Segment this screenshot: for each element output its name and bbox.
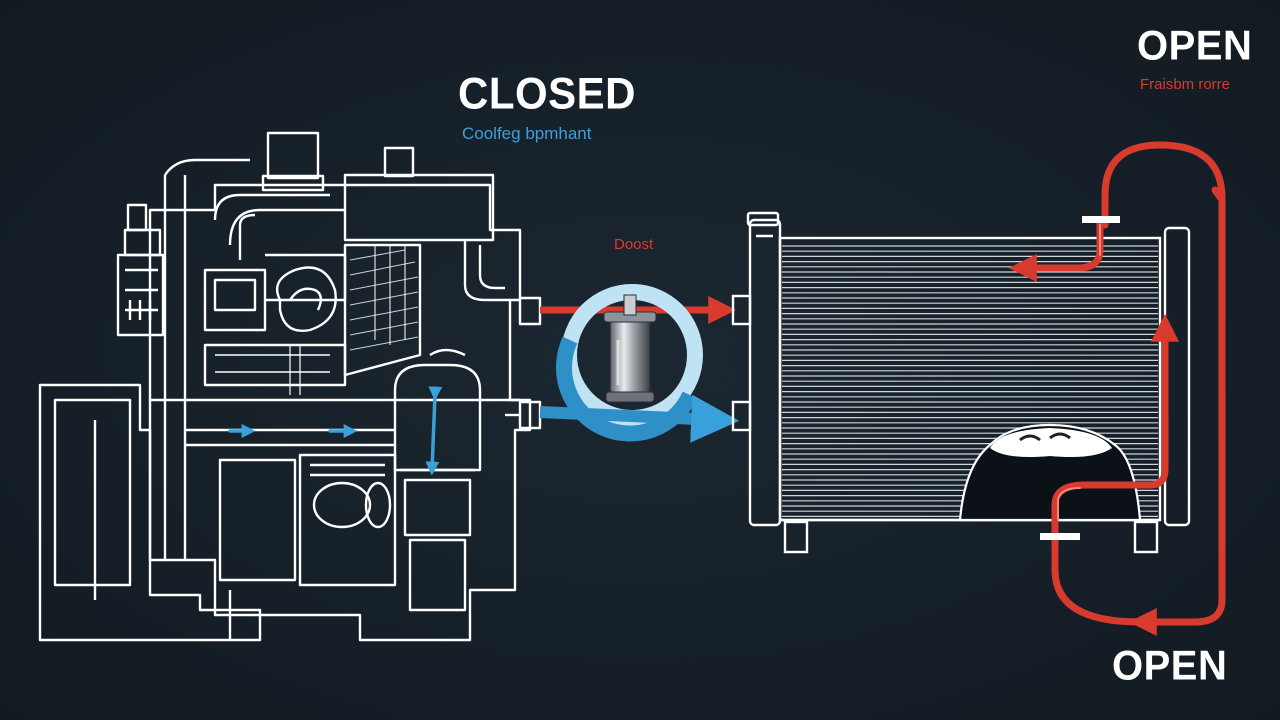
thermostat-valve-icon xyxy=(539,284,740,443)
engine-cold-flow xyxy=(228,386,443,476)
engine-block-icon xyxy=(38,131,542,642)
closed-caption: Coolfeg bpmhant xyxy=(462,124,592,143)
closed-title: CLOSED xyxy=(458,68,637,119)
open-bottom-title: OPEN xyxy=(1112,642,1228,690)
thermostat-caption: Doost xyxy=(614,236,654,253)
fan-shroud-icon xyxy=(958,423,1142,522)
hot-flow-loop xyxy=(1008,141,1226,636)
open-top-title: OPEN xyxy=(1137,22,1253,70)
open-top-caption: Fraisbm rorre xyxy=(1140,76,1231,93)
